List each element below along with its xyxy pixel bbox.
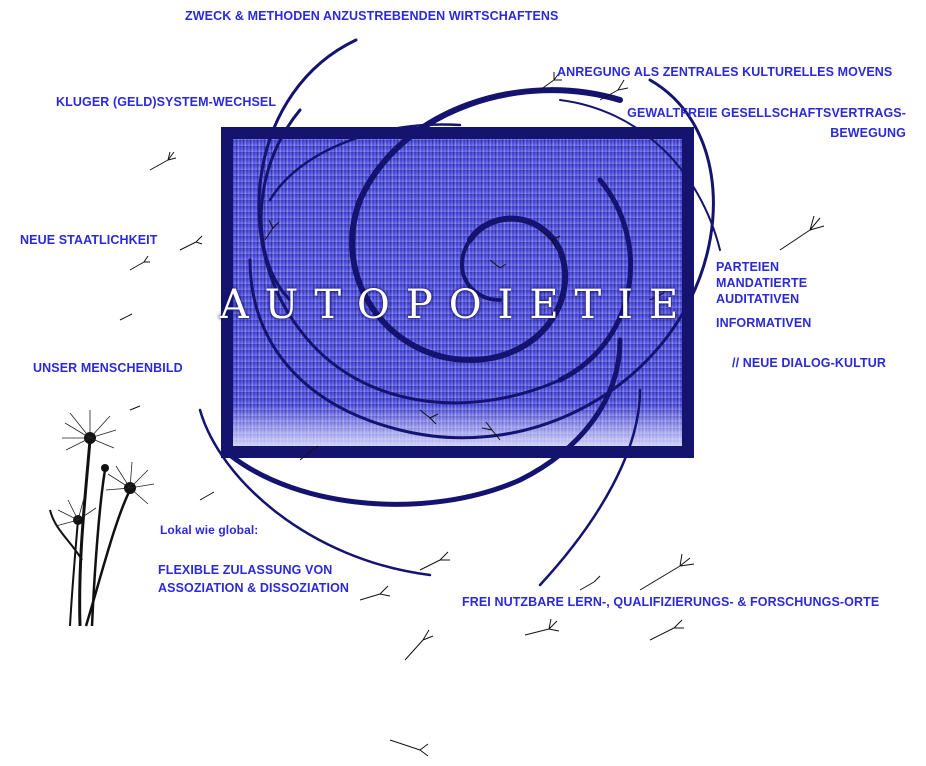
spiral-arm-3 <box>261 110 300 300</box>
label-neue-dialog-kultur: // NEUE DIALOG-KULTUR <box>732 355 886 371</box>
label-flexible-zulassung: FLEXIBLE ZULASSUNG VON <box>158 562 332 578</box>
label-zweck-methoden: ZWECK & METHODEN ANZUSTREBENDEN WIRTSCHA… <box>185 8 558 24</box>
label-auditativen: AUDITATIVEN <box>716 291 799 307</box>
floating-seeds <box>120 72 824 756</box>
label-lokal-global: Lokal wie global: <box>160 522 258 538</box>
label-menschenbild: UNSER MENSCHENBILD <box>33 360 183 376</box>
label-parteien: PARTEIEN <box>716 259 779 275</box>
label-assoziation: ASSOZIATION & DISSOZIATION <box>158 580 349 596</box>
label-frei-nutzbare-orte: FREI NUTZBARE LERN-, QUALIFIZIERUNGS- & … <box>462 594 879 610</box>
label-bewegung: BEWEGUNG <box>620 125 906 141</box>
label-neue-staatlichkeit: NEUE STAATLICHKEIT <box>20 232 157 248</box>
label-informativen: INFORMATIVEN <box>716 315 811 331</box>
dandelion-plants <box>50 440 130 626</box>
label-mandatierte: MANDATIERTE <box>716 275 807 291</box>
label-kluger-systemwechsel: KLUGER (GELD)SYSTEM-WECHSEL <box>56 94 276 110</box>
spiral-arm-11 <box>560 100 720 250</box>
label-anregung: ANREGUNG ALS ZENTRALES KULTURELLES MOVEN… <box>557 64 892 80</box>
label-gewaltfreie: GEWALTFREIE GESELLSCHAFTSVERTRAGS- <box>620 105 906 121</box>
